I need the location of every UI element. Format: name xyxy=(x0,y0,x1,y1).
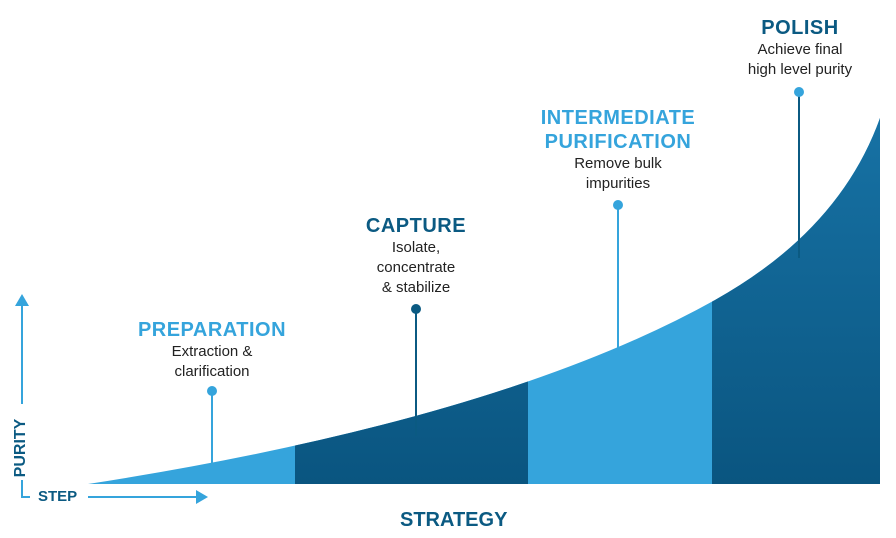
preparation-description: Extraction & clarification xyxy=(171,343,253,380)
polish-marker xyxy=(794,87,804,258)
intermediate-purification-marker xyxy=(613,200,623,350)
capture-title: CAPTURE xyxy=(365,215,467,237)
polish-description: Achieve final high level purity xyxy=(747,41,853,78)
x-axis-label: STEP xyxy=(38,488,78,505)
capture-label: CAPTURE Isolate, concentrate & stabilize xyxy=(326,214,506,298)
y-axis-label: PURITY xyxy=(12,418,29,478)
preparation-marker xyxy=(207,386,217,466)
polish-title: POLISH xyxy=(761,17,839,39)
intermediate-purification-label: INTERMEDIATE PURIFICATION Remove bulk im… xyxy=(508,106,728,194)
intermediate-purification-description: Remove bulk impurities xyxy=(574,155,662,192)
intermediate-purification-title: INTERMEDIATE PURIFICATION xyxy=(540,107,696,153)
polish-label: POLISH Achieve final high level purity xyxy=(718,16,882,80)
preparation-title: PREPARATION xyxy=(137,319,287,341)
capture-description: Isolate, concentrate & stabilize xyxy=(376,239,456,296)
purity-curve-area xyxy=(88,118,880,484)
capture-marker xyxy=(411,304,421,436)
x-axis-arrow xyxy=(21,480,208,504)
preparation-label: PREPARATION Extraction & clarification xyxy=(112,318,312,382)
y-axis-arrow xyxy=(15,294,29,404)
strategy-label: STRATEGY xyxy=(400,509,508,531)
